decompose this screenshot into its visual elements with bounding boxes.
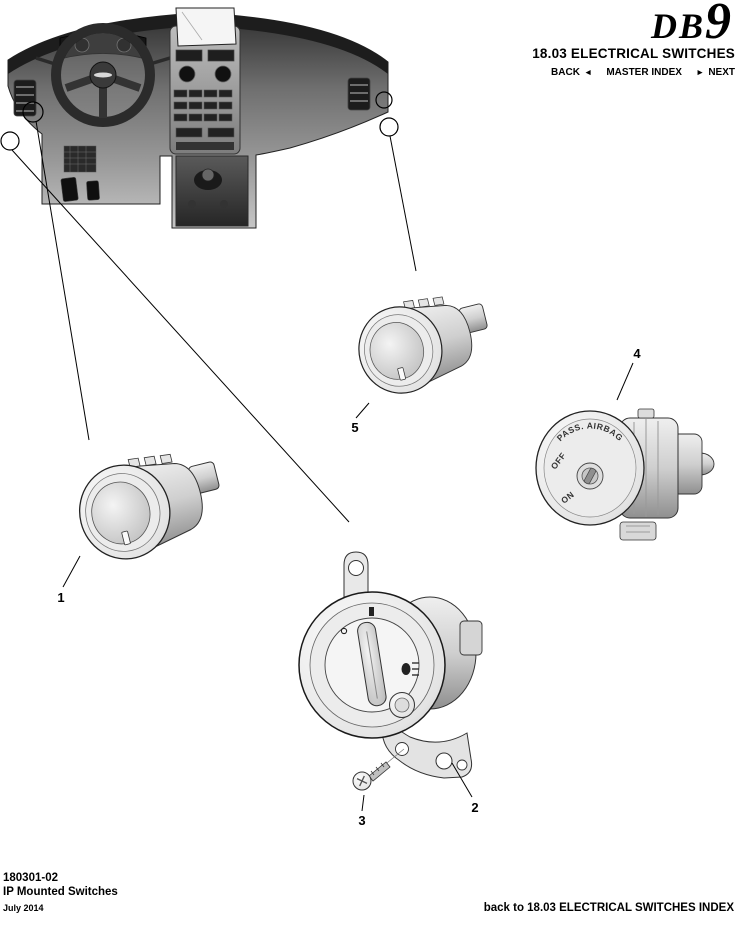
- callout-4: 4: [616, 346, 641, 401]
- nav-back-link[interactable]: BACK ◄: [551, 67, 592, 78]
- doc-title: IP Mounted Switches: [3, 886, 118, 898]
- logo-9-text: 9: [705, 0, 731, 50]
- pedals: [60, 145, 100, 202]
- nav-back-label: BACK: [551, 66, 580, 78]
- callout-1-label: 1: [57, 590, 64, 605]
- db9-logo: DB9: [495, 0, 735, 48]
- right-air-vent: [347, 77, 371, 111]
- callout-5-label: 5: [351, 420, 358, 435]
- nav-next-label: NEXT: [708, 66, 735, 78]
- nav-master-index-label: MASTER INDEX: [606, 66, 682, 78]
- nav-master-index-link[interactable]: MASTER INDEX: [606, 67, 682, 78]
- switch-5-illustration: [348, 282, 499, 403]
- switch-4-illustration: PASS. AIRBAG OFF ON: [535, 408, 715, 541]
- back-arrow-icon: ◄: [583, 66, 593, 77]
- doc-number: 180301-02: [3, 872, 58, 884]
- steering-wheel: [51, 23, 155, 127]
- callout-3-label: 3: [358, 813, 365, 828]
- screw-illustration: [352, 748, 405, 791]
- page-title: 18.03 ELECTRICAL SWITCHES: [532, 45, 735, 61]
- switch-1-illustration: [68, 439, 232, 570]
- callout-1: 1: [57, 555, 81, 605]
- dashboard-illustration: [0, 7, 399, 229]
- callout-2: 2: [451, 762, 479, 815]
- callout-3: 3: [358, 794, 366, 828]
- dashboard-callout-rings: [0, 91, 399, 151]
- callout-labels: 1 2 3 4 5: [57, 346, 641, 828]
- header-nav: BACK ◄ MASTER INDEX ► NEXT: [495, 67, 735, 78]
- left-air-vent: [13, 79, 37, 117]
- back-to-index-link[interactable]: back to 18.03 ELECTRICAL SWITCHES INDEX: [483, 902, 734, 914]
- leader-lines: [11, 120, 417, 523]
- next-arrow-icon: ►: [695, 66, 705, 77]
- switch-2-illustration: [298, 551, 483, 779]
- doc-date: July 2014: [3, 903, 44, 913]
- centre-console: [175, 155, 249, 227]
- centre-stack: [169, 7, 241, 155]
- callout-2-label: 2: [471, 800, 478, 815]
- header: DB9 18.03 ELECTRICAL SWITCHES BACK ◄ MAS…: [495, 0, 735, 78]
- logo-db-text: DB: [650, 6, 705, 46]
- callout-4-label: 4: [633, 346, 641, 361]
- callout-5: 5: [351, 402, 370, 435]
- footer-left: 180301-02 IP Mounted Switches July 2014: [3, 872, 118, 913]
- nav-next-link[interactable]: ► NEXT: [696, 67, 735, 78]
